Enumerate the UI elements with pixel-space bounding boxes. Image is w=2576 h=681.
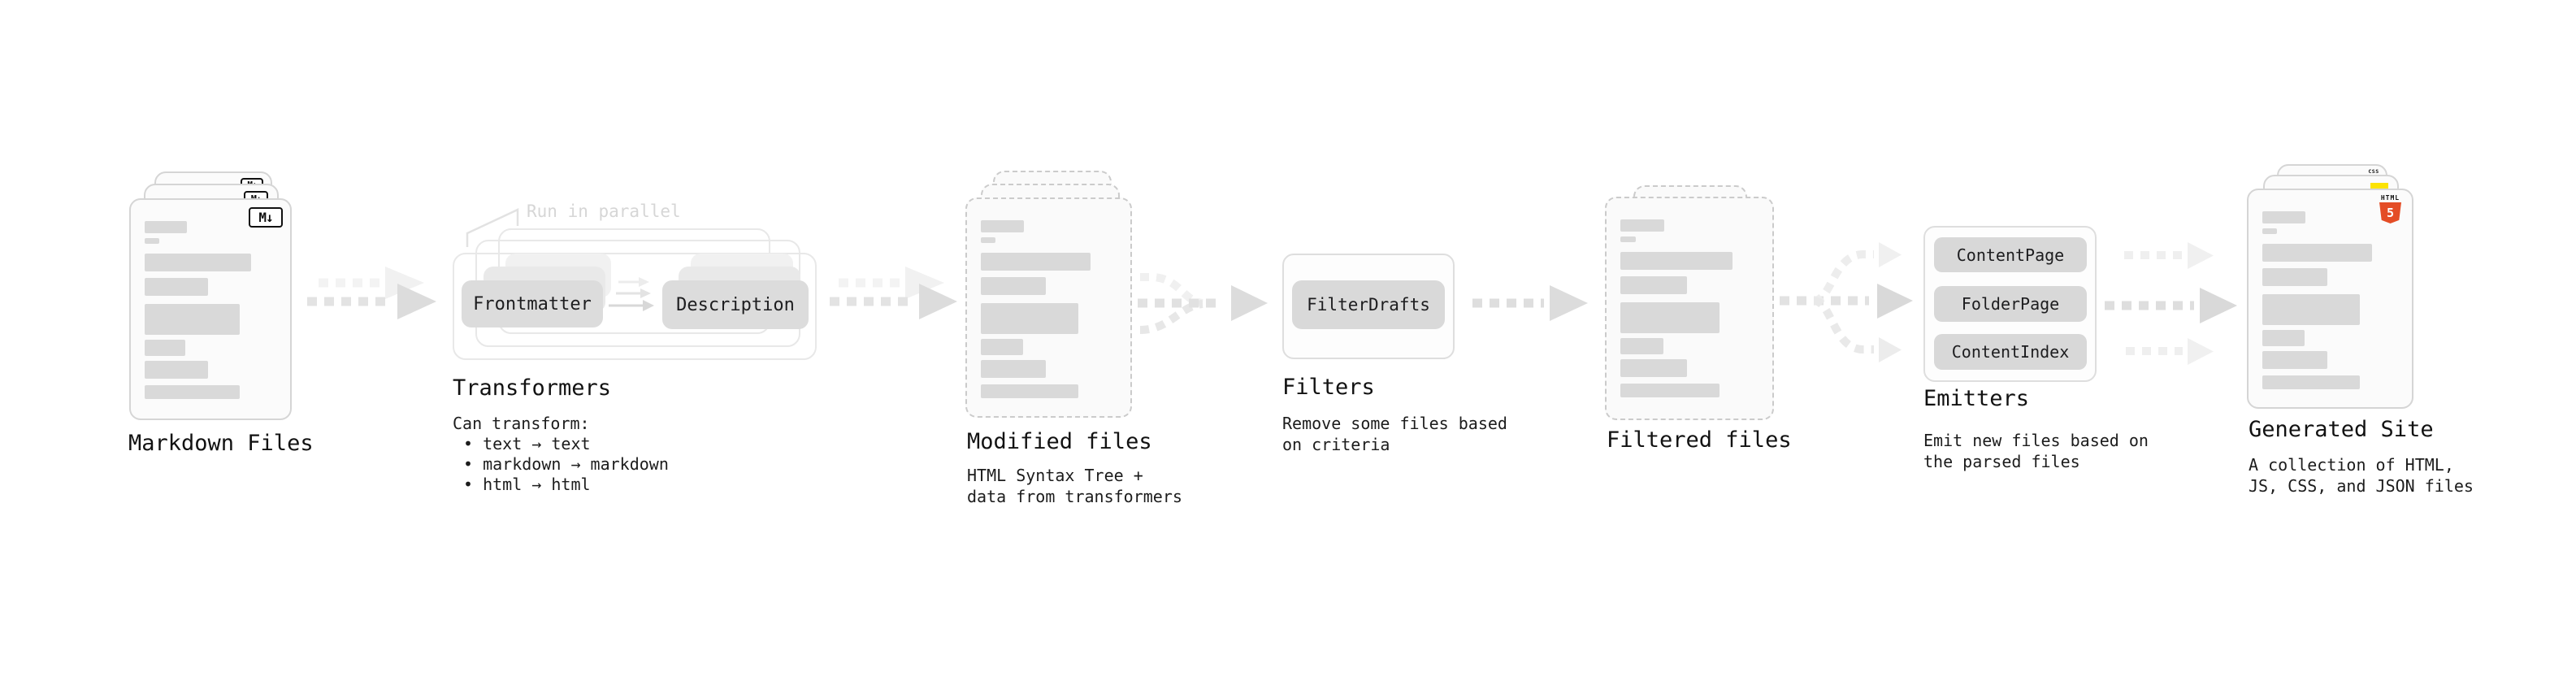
parallel-run-arrows-icon — [609, 277, 654, 311]
document-content-bars — [145, 221, 276, 399]
css-icon-label: CSS — [2368, 168, 2379, 175]
stage-label-generated-site: Generated Site — [2249, 417, 2434, 442]
markdown-file-card-front: M↓ — [129, 198, 292, 420]
stage-caption-modified-files: HTML Syntax Tree + data from transformer… — [967, 465, 1182, 507]
caption-line: the parsed files — [1923, 452, 2080, 471]
flow-arrow-emitters-to-site — [2105, 242, 2237, 365]
caption-line: A collection of HTML, — [2249, 455, 2454, 475]
html5-icon: HTML 5 — [2379, 195, 2401, 223]
caption-line: Remove some files based — [1282, 414, 1507, 433]
caption-line: Emit new files based on — [1923, 431, 2149, 450]
flow-arrow-merge-to-filters — [1138, 273, 1268, 334]
frontmatter-pill: Frontmatter — [462, 280, 603, 327]
document-content-bars — [2262, 211, 2398, 389]
filtered-file-card-front — [1605, 197, 1774, 420]
caption-line: JS, CSS, and JSON files — [2249, 476, 2474, 496]
stage-label-filtered-files: Filtered files — [1607, 427, 1792, 453]
caption-line: data from transformers — [967, 487, 1182, 506]
emitter-pill-folderpage: FolderPage — [1934, 286, 2087, 322]
filterdrafts-pill: FilterDrafts — [1292, 280, 1445, 329]
transformers-group-box-front — [453, 253, 817, 360]
run-in-parallel-note: Run in parallel — [527, 202, 681, 221]
flow-arrow-transformers-to-modified — [830, 267, 957, 319]
stage-label-modified-files: Modified files — [967, 429, 1152, 454]
stage-label-transformers: Transformers — [453, 375, 612, 401]
stage-caption-generated-site: A collection of HTML, JS, CSS, and JSON … — [2249, 454, 2474, 497]
document-content-bars — [1620, 219, 1759, 397]
emitter-pill-contentindex: ContentIndex — [1934, 334, 2087, 370]
caption-bullet: • markdown → markdown — [463, 454, 669, 474]
markdown-icon: M↓ — [249, 207, 283, 228]
stage-label-markdown-files: Markdown Files — [128, 431, 314, 456]
flow-arrow-markdown-to-transformers — [307, 267, 436, 319]
caption-bullet: • text → text — [463, 434, 591, 453]
stage-label-filters: Filters — [1282, 375, 1375, 400]
document-content-bars — [981, 220, 1117, 398]
flow-arrow-filters-to-filtered — [1472, 285, 1588, 321]
caption-line: HTML Syntax Tree + — [967, 466, 1143, 485]
stage-label-emitters: Emitters — [1923, 386, 2030, 411]
stage-caption-transformers: Can transform: • text → text • markdown … — [453, 414, 669, 495]
html5-icon-label: HTML — [2380, 194, 2400, 202]
caption-line: on criteria — [1282, 435, 1390, 454]
emitter-pill-contentpage: ContentPage — [1934, 237, 2087, 272]
stage-caption-emitters: Emit new files based on the parsed files — [1923, 430, 2149, 472]
caption-title: Can transform: — [453, 414, 590, 433]
site-file-card-front: HTML 5 — [2247, 189, 2413, 409]
flow-arrow-diverge-to-emitters — [1780, 242, 1913, 362]
caption-bullet: • html → html — [463, 475, 591, 494]
run-in-parallel-leader-line — [466, 208, 519, 247]
stage-caption-filters: Remove some files based on criteria — [1282, 413, 1507, 455]
html5-icon-shield: 5 — [2379, 202, 2401, 223]
description-pill: Description — [662, 280, 809, 329]
modified-file-card-front — [965, 197, 1132, 418]
